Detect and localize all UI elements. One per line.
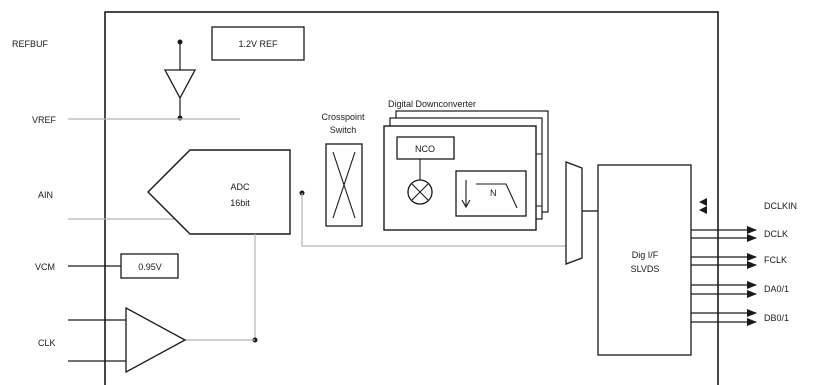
vcm-block: [120, 253, 179, 279]
adc-block: [147, 149, 291, 235]
pin-label-vref: VREF: [32, 115, 57, 125]
vcm-value-label: 0.95V: [138, 262, 162, 272]
decimation-label: N: [490, 188, 497, 198]
pin-label-dclkin: DCLKIN: [764, 201, 797, 211]
pin-label-da: DA0/1: [764, 284, 789, 294]
pin-label-db: DB0/1: [764, 313, 789, 323]
pin-label-fclk: FCLK: [764, 255, 787, 265]
dclkin-input-arrows: [699, 198, 707, 214]
pin-label-vcm: VCM: [35, 262, 55, 272]
interface-label-line2: SLVDS: [631, 264, 660, 274]
adc-label-line1: ADC: [230, 182, 250, 192]
adc-to-mux-wire: [301, 193, 566, 247]
reference-label: 1.2V REF: [238, 39, 278, 49]
nco-label: NCO: [415, 144, 435, 154]
crosspoint-label-line2: Switch: [330, 125, 357, 135]
crosspoint-switch: [325, 143, 363, 227]
chip-outline: [104, 11, 719, 385]
nco-block: [396, 136, 455, 160]
crosspoint-label-line1: Crosspoint: [321, 112, 365, 122]
pin-label-ain: AIN: [38, 190, 53, 200]
reference-block: [211, 26, 305, 61]
pin-label-dclk: DCLK: [764, 229, 788, 239]
interface-label-line1: Dig I/F: [632, 250, 659, 260]
ddc-title: Digital Downconverter: [388, 99, 476, 109]
decimation-filter: [455, 170, 527, 217]
pin-label-refbuf: REFBUF: [12, 39, 49, 49]
mixer-icon: [407, 179, 433, 205]
output-mux: [565, 161, 583, 265]
clock-buffer: [125, 306, 187, 374]
pin-label-clk: CLK: [38, 338, 56, 348]
adc-label-line2: 16bit: [230, 198, 250, 208]
reference-buffer: [163, 39, 197, 121]
digital-interface-block: [597, 164, 692, 356]
